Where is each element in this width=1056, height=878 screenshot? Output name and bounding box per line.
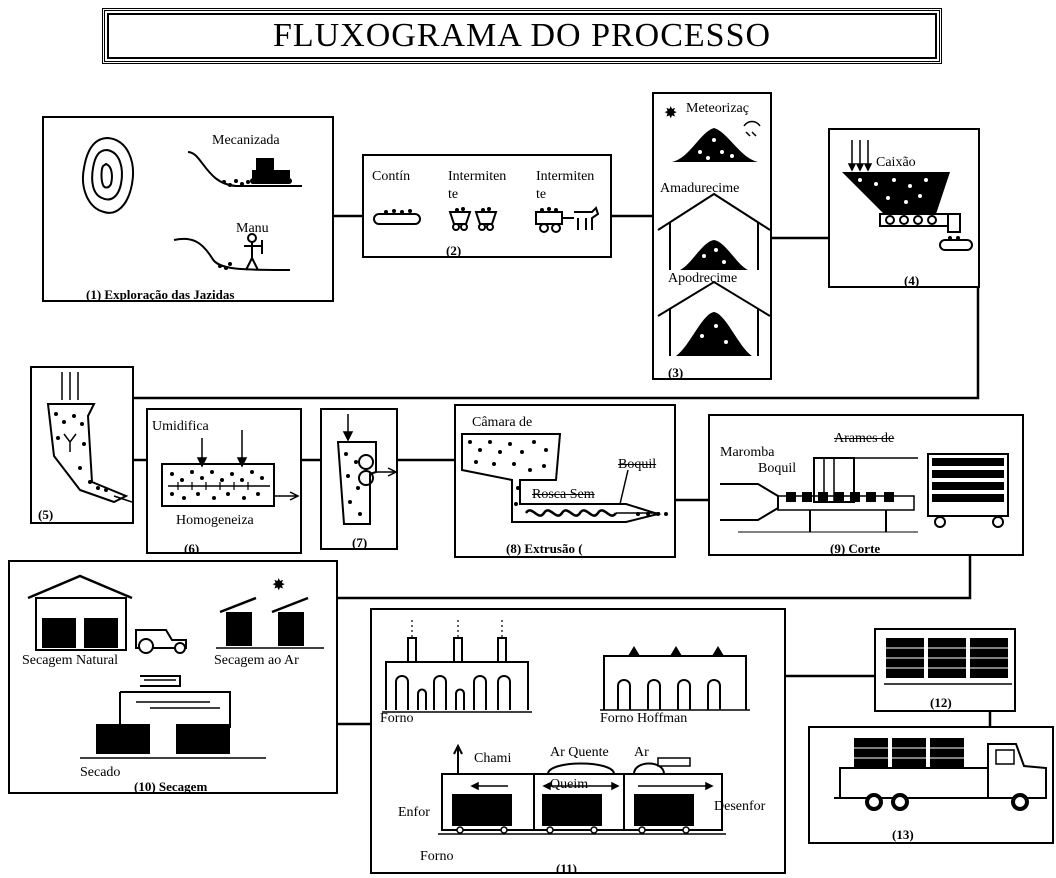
- tunnel-kiln-icon: [438, 743, 726, 835]
- step-10-drying: Secagem Natural ✸ Secagem ao Ar Secado (…: [8, 560, 338, 794]
- weathering-label: Meteorizaç: [686, 101, 749, 116]
- burning-label: Queim: [550, 777, 589, 792]
- step-4-caption: (4): [904, 273, 920, 288]
- air-label: Ar: [634, 745, 649, 760]
- step-3-caption: (3): [668, 365, 684, 380]
- maturing-label: Amadurecime: [660, 181, 740, 196]
- drying-sun-icon: ✸: [272, 577, 286, 594]
- mixer-icon: [161, 430, 300, 507]
- step-11-firing: Forno Forno Hoffman Chami Ar Quente Ar Q…: [370, 608, 786, 874]
- bulldozer-icon: [187, 151, 302, 187]
- mechanized-label: Mecanizada: [212, 133, 280, 148]
- humidify-label: Umidifica: [152, 419, 209, 434]
- intermittent-label-2b: te: [536, 187, 547, 202]
- ox-cart-icon: [535, 206, 600, 233]
- step-3-weathering: ✸ Meteorizaç Amadurecime Apodrecime (3): [652, 92, 772, 380]
- rolling-mill-icon: [336, 414, 396, 525]
- kiln-unloading-label: Desenfor: [714, 799, 766, 814]
- step-4-feeder-box: Caixão (4): [828, 128, 980, 288]
- step-10-caption: (10) Secagem: [134, 779, 208, 794]
- manual-digging-icon: [173, 233, 291, 271]
- tunnel-kiln-label: Forno: [420, 849, 454, 864]
- cutting-machine-icon: [720, 453, 1009, 533]
- step-2-caption: (2): [446, 243, 462, 258]
- natural-drying-barn-icon: [27, 574, 187, 654]
- step-9-caption: (9) Corte: [830, 541, 881, 556]
- page-title: FLUXOGRAMA DO PROCESSO: [272, 17, 772, 54]
- step-2-transport: Contín Intermiten te Intermiten te (2): [362, 154, 612, 258]
- step-13-shipping: (13): [808, 726, 1054, 844]
- homogenize-label: Homogeneiza: [176, 513, 254, 528]
- step-9-cutting: Maromba Boquil Arames de (9) Corte: [708, 414, 1024, 556]
- nozzle-label: Boquil: [618, 457, 657, 472]
- shed-2-icon: [657, 280, 770, 356]
- cutting-wires-label: Arames de: [834, 431, 895, 446]
- clay-pile-1-icon: [672, 128, 758, 162]
- kiln-loading-label: Enfor: [398, 805, 430, 820]
- shed-1-icon: [657, 192, 770, 270]
- step-12-caption: (12): [930, 695, 952, 710]
- step-8-caption: (8) Extrusão (: [506, 541, 583, 556]
- step-7-rolling-mill: (7): [320, 408, 398, 550]
- brick-pallets-icon: [884, 638, 1012, 685]
- open-air-drying-shed-icon: [216, 596, 324, 649]
- step-7-caption: (7): [352, 535, 368, 550]
- rotting-label: Apodrecime: [668, 271, 738, 286]
- air-drying-label: Secagem ao Ar: [214, 653, 299, 668]
- hot-air-label: Ar Quente: [550, 745, 609, 760]
- step-12-storage: (12): [874, 628, 1016, 712]
- chimney-label: Chami: [474, 751, 512, 766]
- intermittent-label-1b: te: [448, 187, 459, 202]
- dryer-icon: [80, 675, 266, 759]
- vacuum-chamber-label: Câmara de: [472, 415, 533, 430]
- title-box: FLUXOGRAMA DO PROCESSO: [102, 8, 942, 64]
- hoffman-kiln-icon: [600, 646, 750, 711]
- step-1-caption: (1) Exploração das Jazidas: [86, 287, 235, 302]
- extruder-icon: [461, 433, 668, 523]
- disintegrator-icon: [46, 372, 132, 504]
- step-11-caption: (11): [556, 861, 577, 874]
- step-6-mixer: Umidifica Homogeneiza (6): [146, 408, 302, 554]
- deposit-contour-icon: [82, 136, 134, 214]
- natural-drying-label: Secagem Natural: [22, 653, 119, 668]
- manual-label: Manu: [236, 221, 269, 236]
- dryer-label: Secado: [80, 765, 121, 780]
- step-5-disintegrator: (5): [30, 366, 134, 524]
- pug-mill-label: Maromba: [720, 445, 775, 460]
- screw-label: Rosca Sem: [532, 487, 595, 502]
- rain-icon: [743, 120, 761, 137]
- step-13-caption: (13): [892, 827, 914, 842]
- conveyor-belt-icon: [373, 209, 421, 225]
- hoffman-kiln-label: Forno Hoffman: [600, 711, 688, 726]
- intermittent-label-1: Intermiten: [448, 169, 507, 184]
- sun-icon: ✸: [664, 105, 678, 122]
- step-6-caption: (6): [184, 541, 200, 554]
- kiln-label: Forno: [380, 711, 414, 726]
- step-5-caption: (5): [38, 507, 54, 522]
- kiln-icon: [382, 620, 532, 713]
- feeder-box-icon: [842, 172, 973, 251]
- intermittent-label-2: Intermiten: [536, 169, 595, 184]
- continuous-label: Contín: [372, 169, 411, 184]
- truck-icon: [834, 738, 1047, 811]
- cutter-nozzle-label: Boquil: [758, 461, 797, 476]
- step-1-extraction: Mecanizada Manu (1) Exploração das Jazid…: [42, 116, 334, 302]
- wagon-icon: [448, 207, 498, 231]
- step-8-extrusion: Câmara de Boquil Rosca Sem (8) Extrusão …: [454, 404, 676, 558]
- down-arrows-icon: [847, 140, 873, 172]
- feeder-box-label: Caixão: [876, 155, 916, 170]
